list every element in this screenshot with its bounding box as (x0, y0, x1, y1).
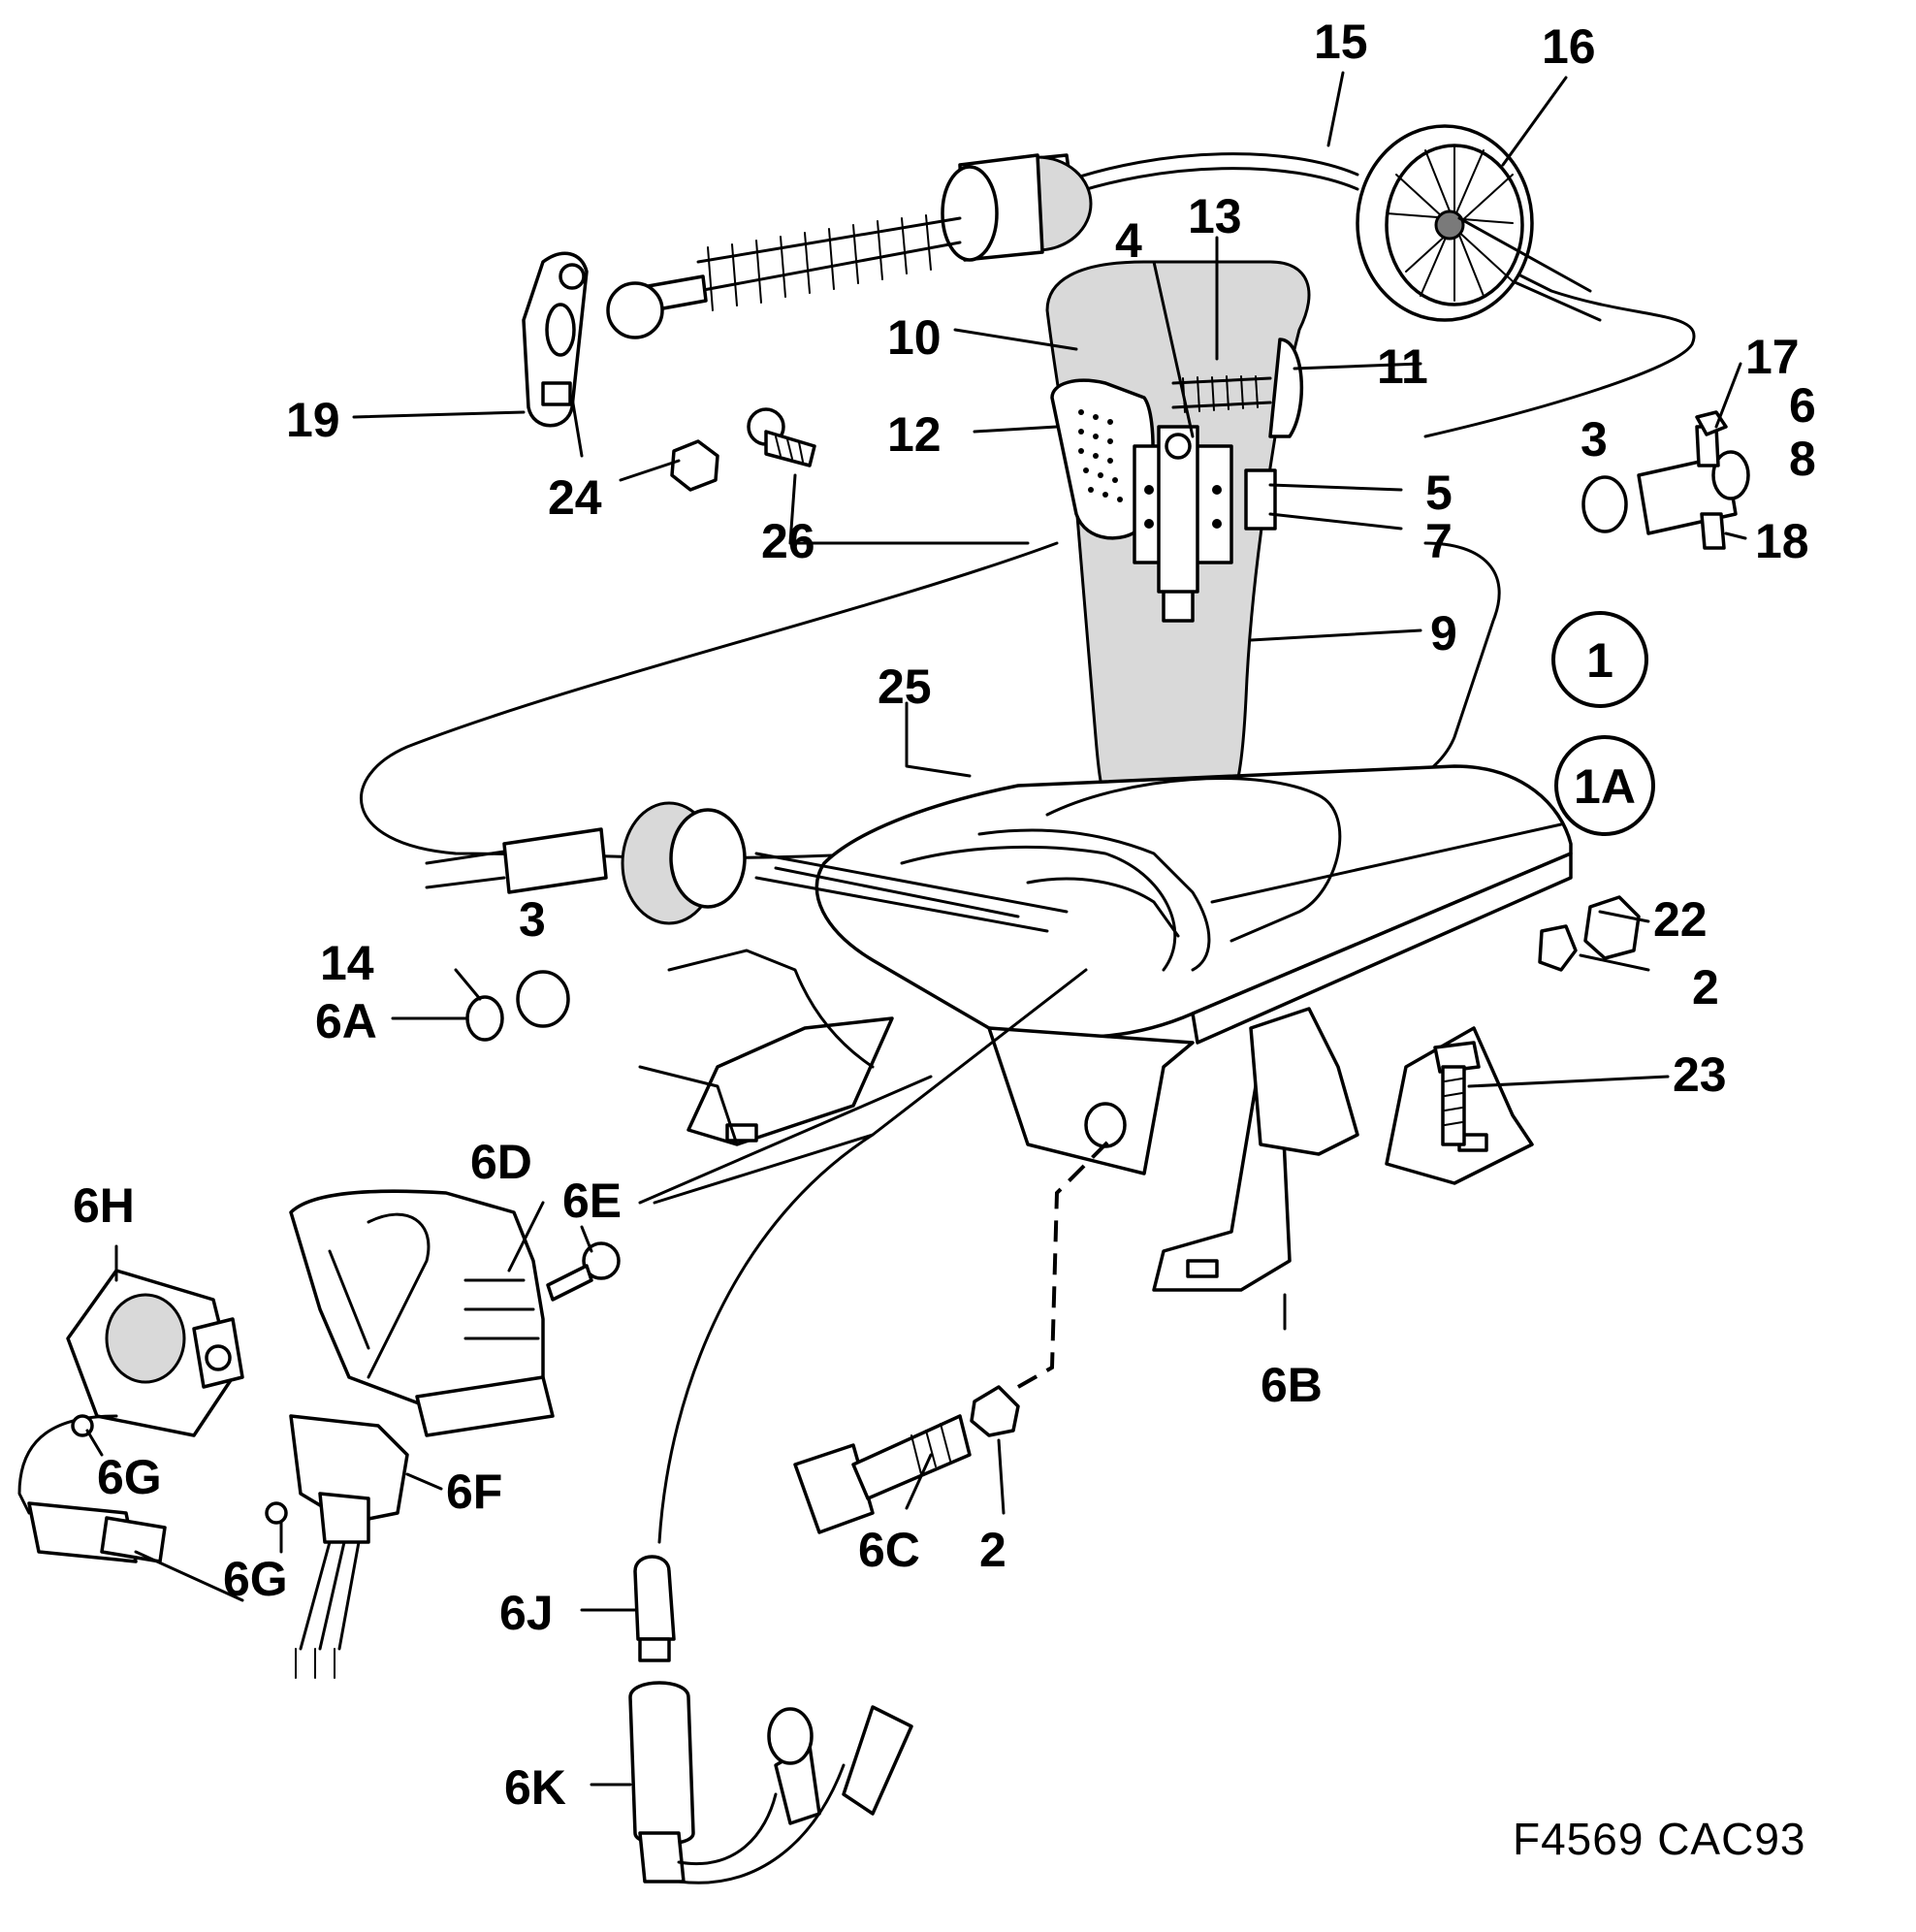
label-19: 19 (286, 393, 340, 447)
label-8: 8 (1789, 432, 1816, 486)
gear-lever (1045, 260, 1311, 836)
label-12: 12 (887, 407, 942, 462)
selector-housing (638, 764, 1573, 1292)
label-3-top: 3 (1581, 412, 1608, 467)
label-6D: 6D (470, 1135, 532, 1189)
button-dots (1078, 409, 1123, 502)
label-6K: 6K (504, 1760, 566, 1815)
label-7: 7 (1425, 514, 1453, 568)
leader-lines (85, 71, 1747, 1787)
label-22: 22 (1653, 892, 1708, 947)
bulb-holder-6K (628, 1681, 913, 1884)
bolt-23 (1433, 1041, 1481, 1146)
lockwasher-2-lower (970, 1385, 1020, 1437)
label-18: 18 (1755, 514, 1809, 568)
solenoid-6H (17, 1269, 244, 1602)
label-3-left: 3 (519, 892, 546, 947)
label-24: 24 (548, 470, 602, 525)
switch-housing-6D (289, 1189, 555, 1437)
cable-end-left (425, 801, 1069, 933)
label-6C: 6C (858, 1523, 920, 1577)
label-2-lower: 2 (979, 1523, 1006, 1577)
nut-24 (670, 439, 719, 492)
circled-label-1: 1 (1551, 611, 1648, 708)
label-9: 9 (1430, 606, 1457, 660)
label-11: 11 (1377, 339, 1428, 394)
washer-3-left (516, 970, 570, 1028)
reference-code: F4569 CAC93 (1513, 1814, 1806, 1864)
label-6B: 6B (1261, 1358, 1323, 1412)
label-4: 4 (1115, 213, 1142, 268)
label-23: 23 (1673, 1047, 1727, 1102)
circled-label-1A: 1A (1554, 735, 1655, 836)
label-6G-lower: 6G (223, 1552, 288, 1606)
washer-3-top (1581, 475, 1628, 533)
label-6F: 6F (446, 1465, 502, 1519)
label-15: 15 (1314, 15, 1368, 69)
label-13: 13 (1188, 189, 1242, 243)
screw-6E (546, 1241, 621, 1302)
label-10: 10 (887, 310, 942, 365)
label-1: 1 (1586, 633, 1613, 688)
label-17: 17 (1745, 330, 1800, 384)
label-6: 6 (1789, 378, 1816, 433)
coil-spring (696, 214, 962, 311)
clip-14-6A (465, 995, 504, 1042)
label-6J: 6J (499, 1586, 554, 1640)
lockwasher-2-right (1538, 924, 1578, 972)
label-6A: 6A (315, 994, 377, 1048)
label-16: 16 (1542, 19, 1596, 74)
selector-cable-assembly (522, 152, 1696, 438)
label-6G-upper: 6G (97, 1450, 162, 1504)
label-26: 26 (761, 514, 815, 568)
switch-6F (265, 1414, 409, 1679)
screw-26 (747, 407, 816, 467)
nut-22 (1583, 895, 1641, 960)
label-5: 5 (1425, 466, 1453, 520)
label-6H: 6H (73, 1178, 135, 1233)
label-14: 14 (320, 936, 374, 990)
label-2-right: 2 (1692, 960, 1719, 1014)
cable-fitting-6-8 (1637, 410, 1750, 550)
label-1A: 1A (1574, 759, 1636, 814)
bulb-6J (633, 1555, 676, 1662)
callout-labels: 15 16 13 4 10 11 17 6 8 19 12 3 5 7 18 2… (73, 15, 1816, 1864)
bolt-6C (793, 1414, 972, 1534)
label-6E: 6E (562, 1174, 622, 1228)
grommet-16 (1356, 124, 1592, 322)
label-25: 25 (878, 660, 932, 714)
